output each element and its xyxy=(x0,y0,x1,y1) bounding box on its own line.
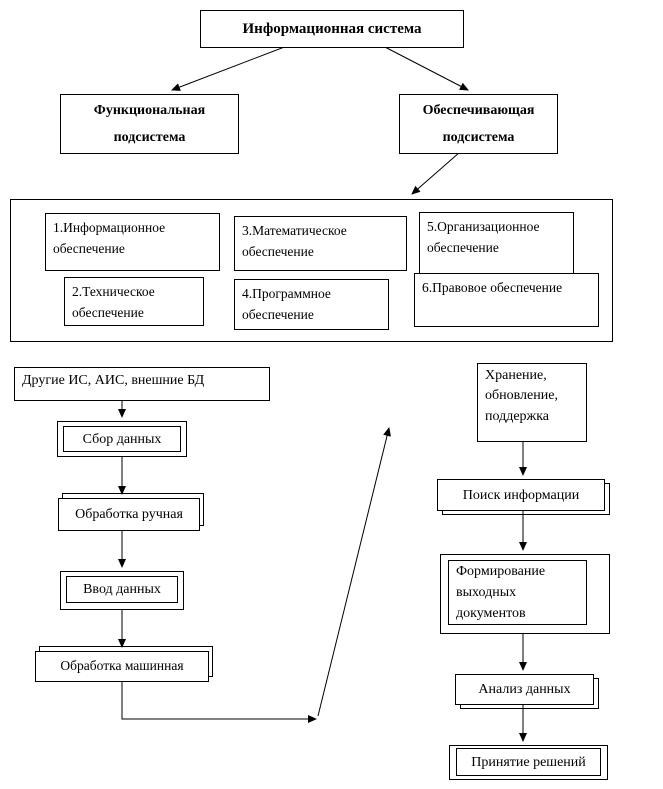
node-information-system: Информационная система xyxy=(200,10,464,48)
flow-analysis: Анализ данных xyxy=(455,674,594,705)
node-functional-subsystem: Функциональная подсистема xyxy=(60,94,239,154)
support-item-legal-label: 6.Правовое обеспечение xyxy=(422,280,563,295)
support-item-software-label: 4.Программное обеспечение xyxy=(242,286,331,322)
support-item-organizational-label: 5.Организационное обеспечение xyxy=(427,219,540,255)
arrow-root-to-providing xyxy=(382,45,469,91)
flow-machine-processing: Обработка машинная xyxy=(35,651,209,682)
support-item-mathematical-label: 3.Математическое обеспечение xyxy=(242,223,347,259)
flow-decision: Принятие решений xyxy=(449,745,608,780)
flow-data-input-label: Ввод данных xyxy=(83,582,161,597)
flow-data-input: Ввод данных xyxy=(60,571,184,610)
flow-external-sources-label: Другие ИС, АИС, внешние БД xyxy=(22,373,205,388)
flow-manual-processing: Обработка ручная xyxy=(58,498,200,531)
flow-output-documents-label: Формирование выходных документов xyxy=(456,564,546,621)
arrow-root-to-functional xyxy=(171,45,288,91)
flow-decision-label: Принятие решений xyxy=(471,754,586,770)
support-item-information-label: 1.Информационное обеспечение xyxy=(53,220,166,256)
flow-machine-processing-label: Обработка машинная xyxy=(60,658,184,674)
flow-analysis-label: Анализ данных xyxy=(478,682,571,697)
support-item-technical: 2.Техническое обеспечение xyxy=(64,277,204,326)
support-item-technical-label: 2.Техническое обеспечение xyxy=(72,284,155,320)
flow-data-input-inner: Ввод данных xyxy=(66,576,178,603)
flow-external-sources: Другие ИС, АИС, внешние БД xyxy=(14,367,270,401)
flow-search-label: Поиск информации xyxy=(462,487,580,503)
support-item-organizational: 5.Организационное обеспечение xyxy=(419,212,574,278)
node-providing-subsystem-label: Обеспечивающая подсистема xyxy=(422,102,535,145)
node-information-system-label: Информационная система xyxy=(242,20,422,37)
arrow-machine-down-right xyxy=(121,680,317,723)
flow-manual-processing-label: Обработка ручная xyxy=(75,507,183,522)
flow-data-collection-label: Сбор данных xyxy=(82,431,162,447)
flow-search: Поиск информации xyxy=(437,479,605,511)
arrow-providing-to-support xyxy=(411,151,461,195)
flow-output-documents: Формирование выходных документов xyxy=(440,554,610,634)
flow-storage: Хранение, обновление, поддержка xyxy=(477,363,587,442)
arrow-diagonal-to-storage xyxy=(317,427,391,717)
support-item-information: 1.Информационное обеспечение xyxy=(45,213,220,271)
flow-data-collection-inner: Сбор данных xyxy=(63,426,181,452)
flow-decision-inner: Принятие решений xyxy=(456,748,601,776)
flow-data-collection: Сбор данных xyxy=(57,421,187,457)
node-providing-subsystem: Обеспечивающая подсистема xyxy=(399,94,558,154)
support-item-software: 4.Программное обеспечение xyxy=(234,279,389,330)
flow-storage-label: Хранение, обновление, поддержка xyxy=(485,368,558,424)
flow-output-documents-inner: Формирование выходных документов xyxy=(448,560,587,625)
support-item-legal: 6.Правовое обеспечение xyxy=(414,273,599,327)
node-functional-subsystem-label: Функциональная подсистема xyxy=(93,102,206,145)
support-item-mathematical: 3.Математическое обеспечение xyxy=(234,216,407,271)
